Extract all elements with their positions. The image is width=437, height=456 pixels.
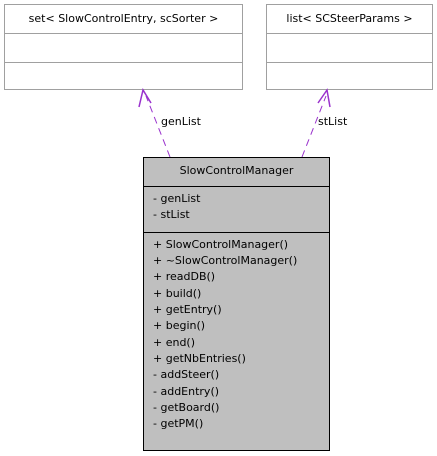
method-item: - getBoard() [153, 401, 220, 414]
methods-compartment: + SlowControlManager() + ~SlowControlMan… [144, 233, 329, 450]
class-header: SlowControlManager [144, 158, 329, 187]
class-header: set< SlowControlEntry, scSorter > [5, 5, 242, 34]
arrowhead-icon [317, 88, 331, 108]
method-item: - getPM() [153, 417, 204, 430]
arrowhead-icon [138, 88, 152, 108]
method-item: + end() [153, 336, 196, 349]
method-item: + SlowControlManager() [153, 238, 289, 251]
method-item: + ~SlowControlManager() [153, 254, 298, 267]
attribute-item: - stList [153, 208, 190, 221]
class-title: SlowControlManager [179, 164, 294, 177]
attributes-compartment: - genList - stList [144, 187, 329, 233]
class-set-slowcontrolentry: set< SlowControlEntry, scSorter > [4, 4, 243, 90]
class-list-scsteerparams: list< SCSteerParams > [266, 4, 433, 90]
method-item: + build() [153, 287, 202, 300]
class-title: list< SCSteerParams > [286, 12, 413, 25]
method-item: - addEntry() [153, 385, 220, 398]
gen-list-connector [138, 88, 171, 158]
attribute-item: - genList [153, 192, 201, 205]
method-item: + getEntry() [153, 303, 222, 316]
method-item: - addSteer() [153, 368, 220, 381]
st-list-connector [301, 88, 331, 158]
attributes-compartment [5, 34, 242, 63]
class-title: set< SlowControlEntry, scSorter > [28, 12, 219, 25]
class-slowcontrolmanager: SlowControlManager - genList - stList + … [143, 157, 330, 451]
gen-list-label: genList [161, 115, 201, 128]
st-list-label: stList [318, 115, 348, 128]
method-item: + getNbEntries() [153, 352, 246, 365]
method-item: + begin() [153, 319, 206, 332]
attributes-compartment [267, 34, 432, 63]
class-header: list< SCSteerParams > [267, 5, 432, 34]
method-item: + readDB() [153, 270, 216, 283]
